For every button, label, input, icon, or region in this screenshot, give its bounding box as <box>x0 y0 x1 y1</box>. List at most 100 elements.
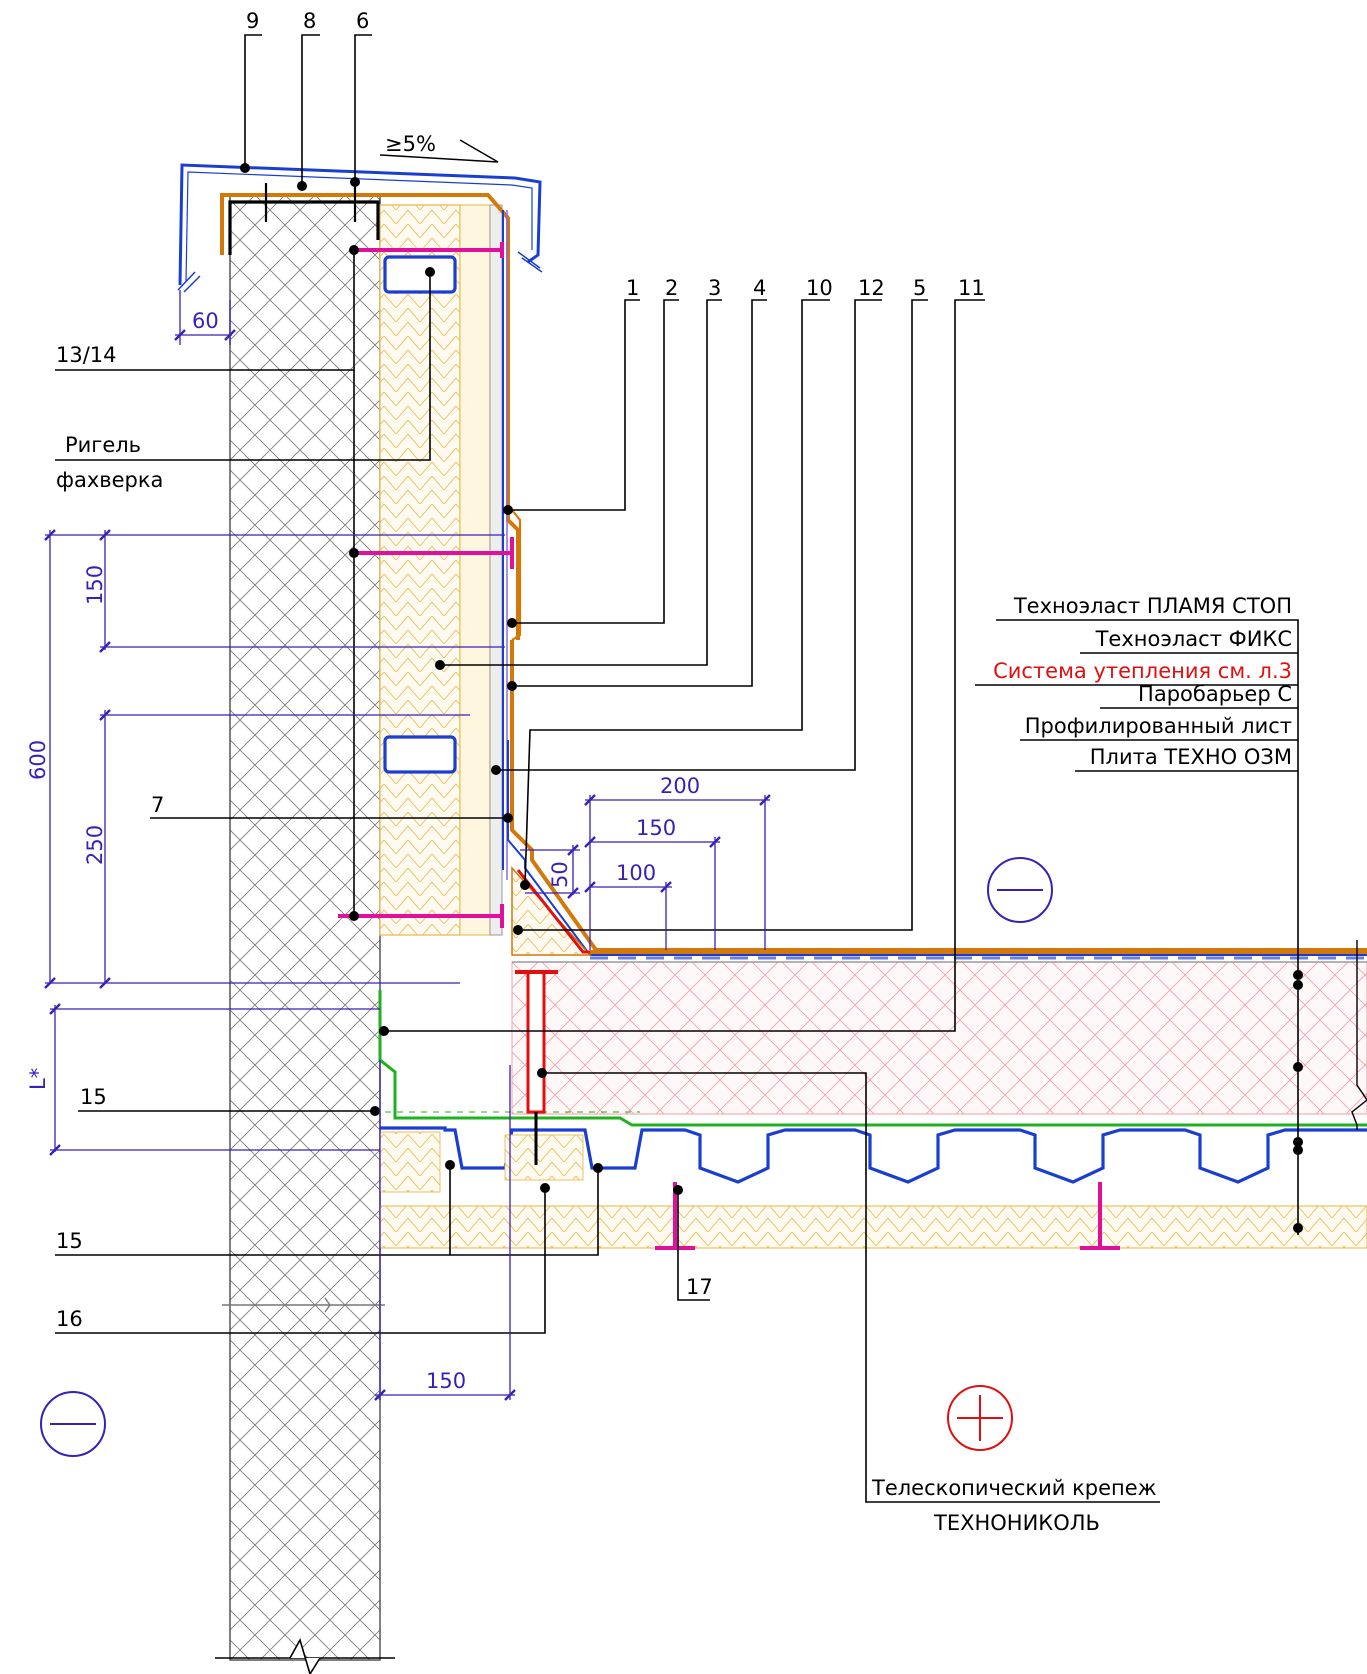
callout-2: 2 <box>665 276 678 300</box>
callout-1: 1 <box>626 276 639 300</box>
dim-50-tick-a <box>567 844 579 856</box>
leader-15b <box>55 1165 599 1256</box>
leader-6-dot <box>350 177 360 187</box>
callout-4: 4 <box>753 276 766 300</box>
leader-6 <box>354 34 372 182</box>
vertical-membrane-fix <box>507 740 1367 956</box>
dim-100-tick-l <box>584 881 596 893</box>
callout-5: 5 <box>913 276 926 300</box>
layer-dot-5 <box>1293 1145 1303 1155</box>
leader-11 <box>384 299 985 1032</box>
dim-100-tick-r <box>660 881 672 893</box>
layer-dot-3 <box>1293 1062 1303 1072</box>
profiled-sheet <box>380 1126 1367 1184</box>
callout-7: 7 <box>151 793 164 817</box>
leader-15b-dot-b <box>593 1163 603 1173</box>
dim-150b-tick-l <box>374 1389 386 1401</box>
layer-label-6: Плита ТЕХНО ОЗМ <box>1090 745 1292 769</box>
dim-150-mid-label: 150 <box>636 816 676 840</box>
leader-13-14-dot-b <box>349 548 359 558</box>
leader-2 <box>512 299 679 624</box>
leader-5-dot <box>513 925 523 935</box>
leader-4-dot <box>507 681 517 691</box>
leader-2-dot <box>507 618 517 628</box>
leader-17-dot <box>673 1185 683 1195</box>
dim-tick-e <box>99 709 111 721</box>
dim-tick-f <box>99 977 111 989</box>
dim-tick-b <box>44 977 56 989</box>
coping-drip-left <box>177 271 201 293</box>
roof-insulation <box>511 961 1367 1115</box>
dim-60-tick-r <box>224 329 236 341</box>
parapet-anchors <box>338 242 514 928</box>
dim-150-tick-r <box>709 836 721 848</box>
coping-drip-right <box>517 251 543 273</box>
wall-joint <box>222 1297 385 1313</box>
callout-8: 8 <box>303 9 316 33</box>
dim-L-label: L* <box>26 1068 50 1090</box>
leader-rigel-dot <box>425 267 435 277</box>
leader-16 <box>55 1188 546 1334</box>
callout-15a: 15 <box>80 1085 107 1109</box>
layer-label-3: Система утепления см. л.3 <box>993 659 1292 683</box>
parapet-board-face <box>489 204 503 936</box>
minus-symbol-left <box>40 1391 106 1457</box>
leader-1-dot <box>503 505 513 515</box>
parapet-cap-steel <box>228 200 380 255</box>
rigel-label-2: фахверка <box>56 468 163 492</box>
coping-flashing <box>178 163 542 286</box>
telescopic-label-1: Телескопический крепеж <box>871 1476 1157 1500</box>
callout-12: 12 <box>858 276 885 300</box>
layer-label-5: Профилированный лист <box>1025 714 1292 738</box>
leader-5 <box>518 299 928 931</box>
callout-10: 10 <box>806 276 833 300</box>
layer-legend-bracket <box>996 619 1299 1235</box>
rigel-label-1: Ригель <box>65 433 141 457</box>
leader-16-dot <box>540 1183 550 1193</box>
dim-tick-d <box>99 641 111 653</box>
callout-6: 6 <box>356 9 369 33</box>
dim-60-tick-l <box>174 329 186 341</box>
dim-L-tick-bot <box>49 1144 61 1156</box>
parapet-insulation <box>379 204 461 936</box>
layer-dot-4 <box>1293 1137 1303 1147</box>
layer-label-2: Техноэласт ФИКС <box>1095 627 1292 651</box>
dim-150b-tick-r <box>504 1389 516 1401</box>
leader-9-dot <box>240 163 250 173</box>
deck-wood-insert <box>504 1134 584 1181</box>
leader-telescopic <box>542 1072 1160 1503</box>
fastener-strip-orange <box>511 509 522 641</box>
deck-lower-insulation <box>379 1205 1367 1249</box>
dim-L-tick-top <box>49 1003 61 1015</box>
dim-200-tick-l <box>584 794 596 806</box>
roof-break-symbol <box>1351 940 1367 1130</box>
rigel-beam-upper <box>383 255 457 294</box>
leader-13-14-dot-c <box>349 911 359 921</box>
layer-label-4: Паробарьер С <box>1138 682 1292 706</box>
layer-dot-6 <box>1293 1223 1303 1233</box>
leader-15b-dot-a <box>445 1160 455 1170</box>
leader-13-14-dot <box>349 245 359 255</box>
callout-11: 11 <box>958 276 985 300</box>
dim-tick-c <box>99 529 111 541</box>
layer-dot-1 <box>1293 970 1303 980</box>
leader-8 <box>301 34 320 186</box>
dim-250-label: 250 <box>83 825 107 865</box>
leader-telescopic-dot <box>537 1068 547 1078</box>
wall-break-symbol <box>289 1637 321 1674</box>
leader-11-dot <box>379 1026 389 1036</box>
slope-label: ≥5% <box>385 132 436 156</box>
rigel-beam-lower <box>383 735 457 774</box>
dim-150-tick-l <box>584 836 596 848</box>
leader-12-dot <box>491 765 501 775</box>
dim-600-label: 600 <box>26 740 50 780</box>
dim-60-label: 60 <box>192 309 219 333</box>
leader-9 <box>244 34 262 168</box>
telescopic-label-2: ТЕХНОНИКОЛЬ <box>933 1511 1100 1535</box>
deck-ozm-plate <box>379 1131 441 1193</box>
layer-dot-2 <box>1293 980 1303 990</box>
leader-8-dot <box>297 181 307 191</box>
leader-1 <box>508 299 640 511</box>
leader-rigel <box>55 272 431 461</box>
